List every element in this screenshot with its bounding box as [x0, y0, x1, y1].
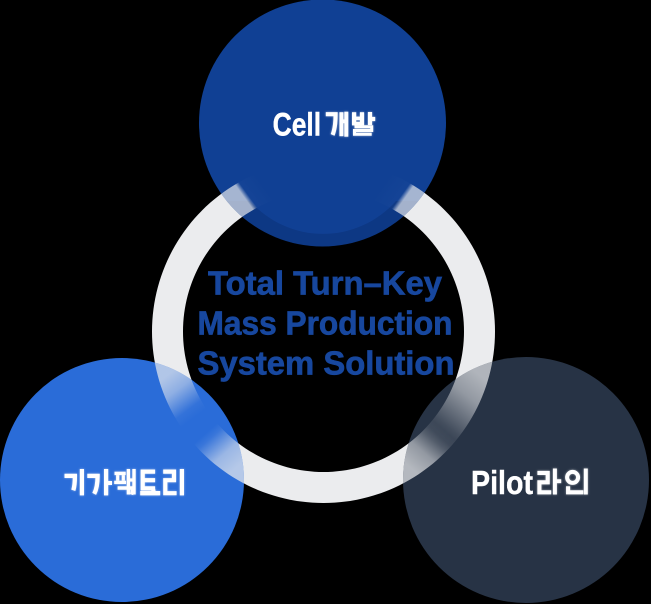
- svg-text:Total Turn–Key: Total Turn–Key: [208, 264, 443, 301]
- svg-text:Cell: Cell: [273, 107, 322, 143]
- svg-text:System Solution: System Solution: [198, 344, 455, 381]
- svg-text:Mass Production: Mass Production: [198, 304, 453, 341]
- svg-text:Pilot: Pilot: [471, 465, 533, 502]
